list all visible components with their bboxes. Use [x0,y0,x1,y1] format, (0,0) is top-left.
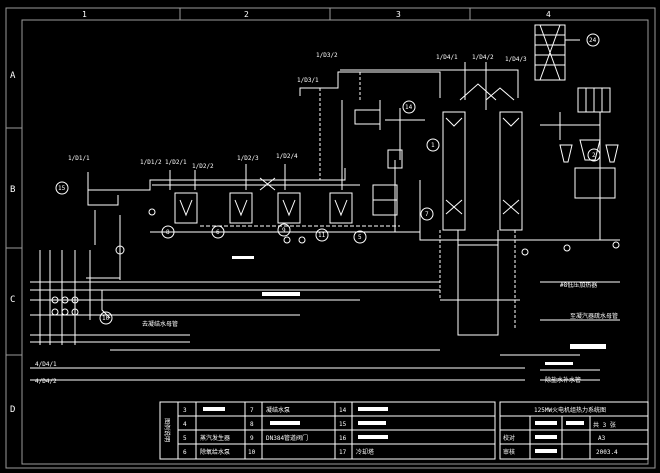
title-block-sheet: 共 3 张 [593,421,616,429]
note-2: 至凝汽器疏水母管 [570,312,618,320]
boiler-column-left [442,111,466,231]
title-block-row2-left: 校对 [503,434,515,442]
legend-no-10: 10 [248,449,256,456]
svg-text:1: 1 [431,142,435,149]
turbine-block [559,139,619,199]
boiler-column-right [499,111,523,231]
svg-text:6: 6 [216,229,220,236]
note-1: #8低压加热器 [560,281,597,289]
pipe-label-3: 1/D2/1 [165,159,187,166]
svg-text:8: 8 [166,229,170,236]
row-label-d: D [10,405,15,415]
svg-text:15: 15 [58,185,66,192]
svg-text:7: 7 [425,211,429,218]
tag-14: 14 [402,100,416,114]
legend-no-4: 4 [183,421,187,428]
bottom-tank [87,190,119,206]
title-block-frame [499,401,649,460]
legend-no-7: 7 [250,407,254,414]
valve-markers [51,208,620,316]
title-block-row3-left: 审核 [503,448,515,456]
title-block-title: 125MW火电机组热力系统图 [534,406,606,414]
tag-10: 10 [99,311,113,325]
title-block-cells [535,421,584,453]
pipe-label-12: 4/D4/1 [35,361,57,368]
pipe-label-7: 1/D3/1 [297,77,319,84]
legend-table-frame [159,401,496,460]
row-label-c: C [10,295,15,305]
legend-text-7: 凝结水泵 [266,406,290,414]
legend-no-8: 8 [250,421,254,428]
title-block-row3-right: 2003.4 [596,449,618,456]
pipe-label-10: 1/D4/2 [472,54,494,61]
row-label-b: B [10,185,15,195]
legend-no-9: 9 [250,435,254,442]
tag-5: 5 [353,230,367,244]
legend-no-14: 14 [339,407,347,414]
legend-no-16: 16 [339,435,347,442]
svg-text:24: 24 [589,37,597,44]
legend-no-5: 5 [183,435,187,442]
boiler-drum-top [459,83,515,101]
tag-15: 15 [55,181,69,195]
steam-drum [354,109,403,169]
tag-1: 1 [426,138,440,152]
legend-no-17: 17 [339,449,347,456]
tag-2: 2 [587,148,601,162]
pipe-label-1: 1/D1/1 [68,155,90,162]
legend-no-15: 15 [339,421,347,428]
pipe-label-2: 1/D1/2 [140,159,162,166]
tag-11: 11 [315,228,329,242]
svg-text:5: 5 [358,234,362,241]
legend-text-9: DN384管道阀门 [266,434,308,442]
legend-text-24: 冷却塔 [356,448,374,456]
tag-7: 7 [420,207,434,221]
note-3: 去凝结水母管 [142,320,178,328]
tag-8: 8 [161,225,175,239]
title-block-row2-right: A3 [598,435,606,442]
legend-header: 图例说明 [163,418,171,442]
svg-text:2: 2 [592,152,596,159]
col-label-2: 2 [244,10,249,19]
tag-9: 9 [277,223,291,237]
heater-lp2 [229,192,253,224]
label-blocks [232,256,606,365]
pipe-label-9: 1/D4/1 [436,54,458,61]
svg-text:9: 9 [282,227,286,234]
heater-lp3 [277,192,301,224]
pipe-label-11: 1/D4/3 [505,56,527,63]
col-label-1: 1 [82,10,87,19]
pipe-label-4: 1/D2/2 [192,163,214,170]
legend-no-3: 3 [183,407,187,414]
legend-no-6: 6 [183,449,187,456]
note-4: 除盐水补水管 [545,376,581,384]
legend-text-6: 除氧给水泵 [200,448,230,456]
pipe-label-6: 1/D2/4 [276,153,298,160]
svg-text:11: 11 [318,232,326,239]
row-label-a: A [10,71,16,81]
tag-6: 6 [211,225,225,239]
svg-text:14: 14 [405,104,413,111]
legend-cells [203,407,388,439]
deaerator [372,184,398,216]
condenser-bank [577,87,611,113]
legend-text-5: 蒸汽发生器 [200,434,230,442]
pipe-label-13: 4/D4/2 [35,378,57,385]
piping [30,62,620,381]
tag-24: 24 [586,33,600,47]
col-label-3: 3 [396,10,401,19]
pipe-label-5: 1/D2/3 [237,155,259,162]
cooling-tower-array [534,24,580,81]
col-label-4: 4 [546,10,551,19]
heater-lp1 [174,192,198,224]
heater-lp4 [329,192,353,224]
drawing-frame [5,7,656,469]
svg-text:10: 10 [102,315,110,322]
pipe-label-8: 1/D3/2 [316,52,338,59]
